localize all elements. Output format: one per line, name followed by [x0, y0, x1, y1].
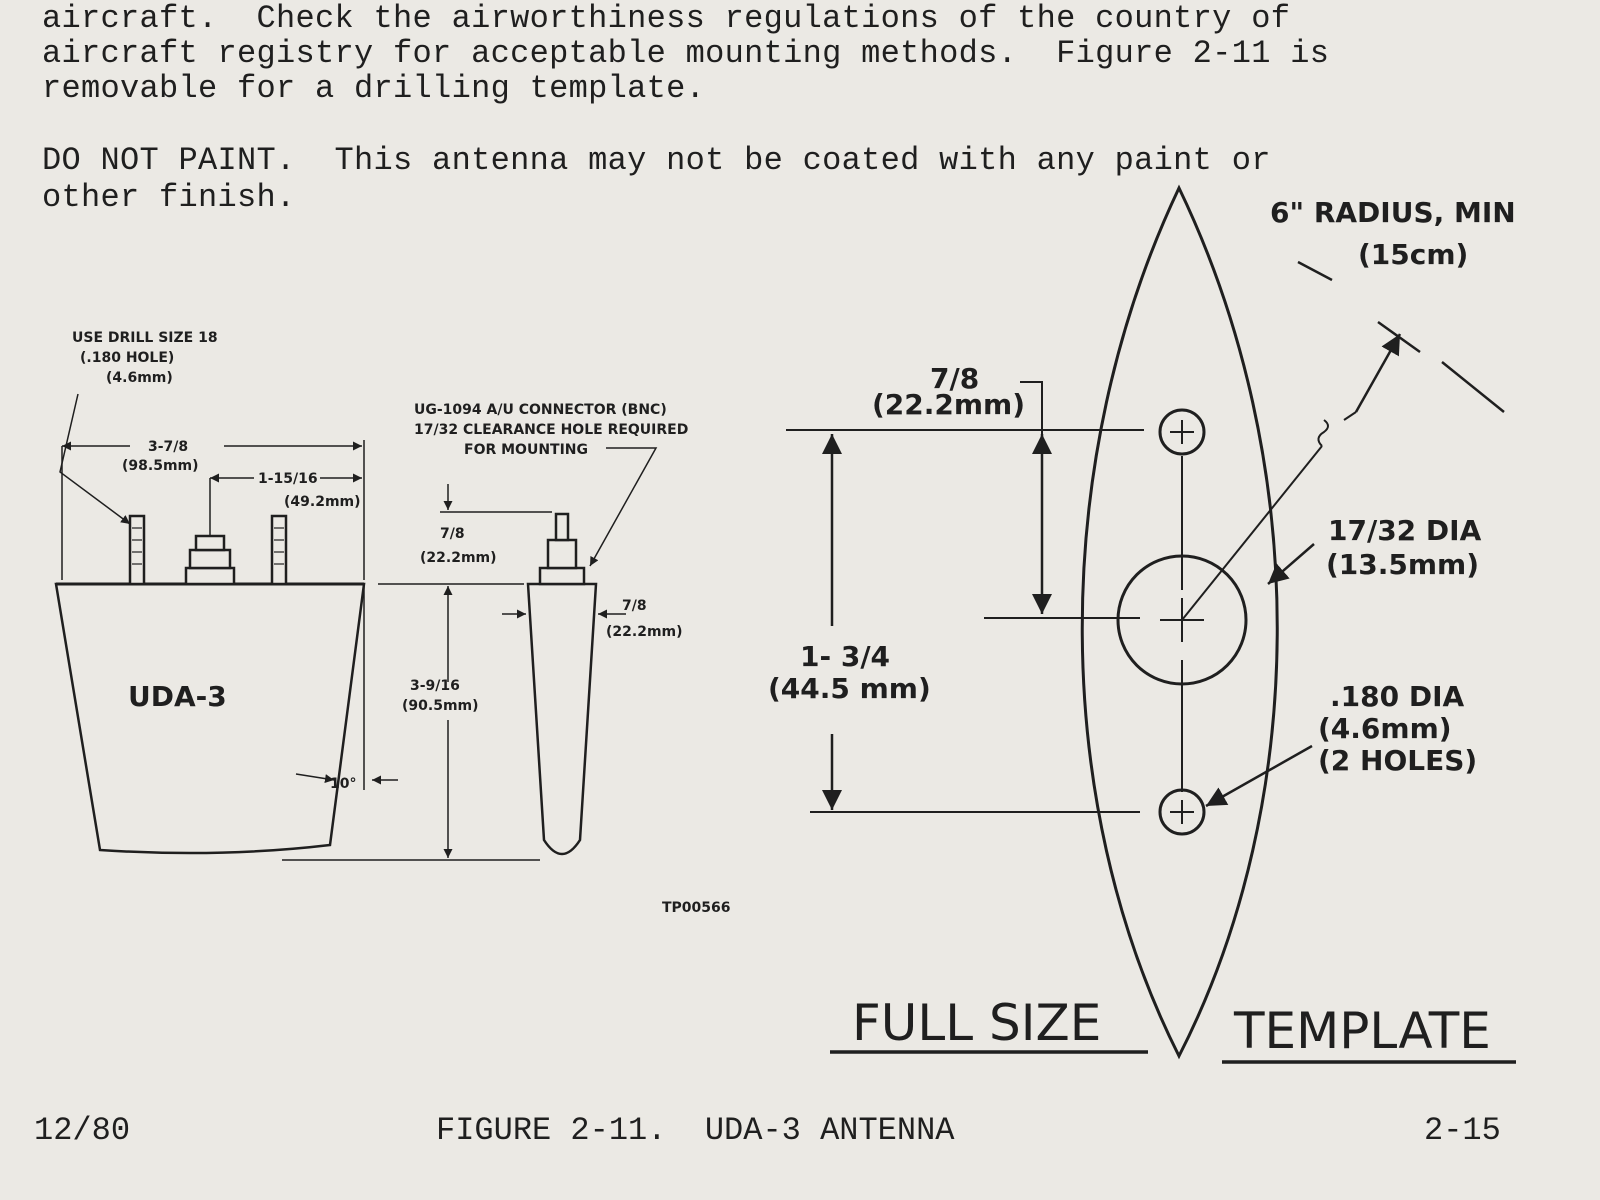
base-width-label: 7/8	[622, 598, 647, 614]
page-number: 2-15	[1424, 1112, 1501, 1149]
base-width-mm: (22.2mm)	[606, 624, 683, 640]
mounting-hole-top	[1158, 408, 1206, 456]
connector-line-1: UG-1094 A/U CONNECTOR (BNC)	[414, 402, 667, 418]
template-title-left: FULL SIZE	[852, 994, 1101, 1052]
paragraph-1-line-2: aircraft registry for acceptable mountin…	[42, 35, 1330, 72]
angle-label: 10°	[330, 776, 356, 792]
side-view	[54, 393, 398, 855]
radius-label-line-1: 6" RADIUS, MIN	[1270, 196, 1516, 229]
side-width-label: 3-7/8	[148, 439, 188, 455]
small-holes-line-2: (4.6mm)	[1318, 712, 1452, 745]
overall-height-label: 3-9/16	[410, 678, 460, 694]
mounting-hole-bottom	[1158, 788, 1206, 836]
center-hole-label: 17/32 DIA	[1328, 514, 1482, 547]
mounting-stud-right	[270, 514, 288, 586]
side-width-mm: (98.5mm)	[122, 458, 199, 474]
drill-size-line-3: (4.6mm)	[106, 370, 173, 386]
antenna-body-outline	[54, 582, 366, 855]
connector-height-label: 7/8	[440, 526, 465, 542]
mounting-stud-left	[128, 514, 146, 586]
footer-date: 12/80	[34, 1112, 131, 1149]
bnc-connector-side	[184, 534, 236, 586]
small-holes-line-3: (2 HOLES)	[1318, 744, 1477, 777]
paragraph-2-line-1: DO NOT PAINT. This antenna may not be co…	[42, 142, 1271, 179]
center-hole-mm: (13.5mm)	[1326, 548, 1479, 581]
drawing-id: TP00566	[662, 900, 731, 916]
stud-offset-label: 1-15/16	[258, 471, 318, 487]
paragraph-2-line-2: other finish.	[42, 179, 296, 216]
top-spacing-label: 7/8	[930, 362, 979, 395]
small-holes-line-1: .180 DIA	[1330, 680, 1464, 713]
overall-height-mm: (90.5mm)	[402, 698, 479, 714]
antenna-blade-outline	[526, 582, 598, 856]
figure-caption: FIGURE 2-11. UDA-3 ANTENNA	[436, 1112, 955, 1149]
top-spacing-mm: (22.2mm)	[872, 388, 1025, 421]
connector-line-3: FOR MOUNTING	[464, 442, 588, 458]
end-view	[282, 447, 658, 861]
antenna-model-label: UDA-3	[128, 680, 227, 713]
paragraph-1-line-3: removable for a drilling template.	[42, 70, 706, 107]
radius-label-line-2: (15cm)	[1358, 238, 1468, 271]
bnc-connector-end	[538, 512, 586, 586]
drill-size-line-1: USE DRILL SIZE 18	[72, 330, 218, 346]
full-size-template	[786, 184, 1516, 1064]
stud-offset-mm: (49.2mm)	[284, 494, 361, 510]
total-spacing-label: 1- 3/4	[800, 640, 890, 673]
template-title-right: TEMPLATE	[1233, 1002, 1491, 1060]
connector-height-mm: (22.2mm)	[420, 550, 497, 566]
total-spacing-mm: (44.5 mm)	[768, 672, 931, 705]
connector-line-2: 17/32 CLEARANCE HOLE REQUIRED	[414, 422, 688, 438]
paragraph-1-line-1: aircraft. Check the airworthiness regula…	[42, 0, 1291, 37]
drill-size-line-2: (.180 HOLE)	[80, 350, 174, 366]
template-outline	[1080, 184, 1279, 1060]
